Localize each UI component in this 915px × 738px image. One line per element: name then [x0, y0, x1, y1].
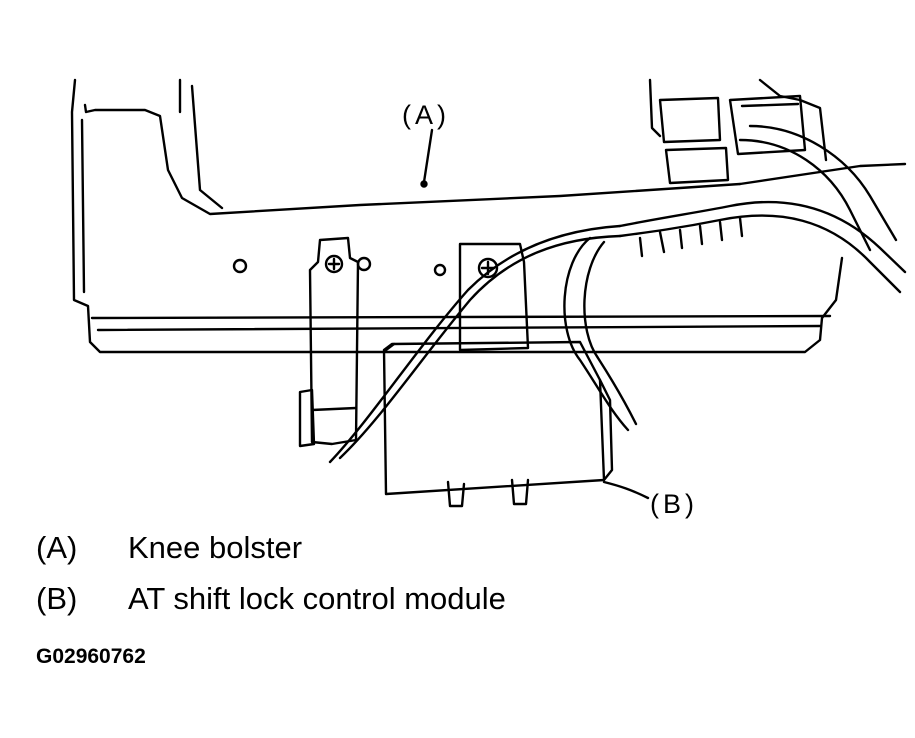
legend-text-b: AT shift lock control module	[128, 581, 506, 616]
legend-key-b: (B)	[36, 581, 78, 616]
callout-b-label: (B)	[650, 489, 698, 519]
figure-code: G02960762	[36, 645, 146, 668]
legend-key-a: (A)	[36, 530, 78, 565]
callout-b-leader	[602, 480, 650, 500]
knee-bolster-diagram: (A) (B)	[70, 78, 907, 519]
callout-a-dot	[420, 180, 428, 188]
upper-connectors	[658, 94, 807, 185]
module-mounting-bracket	[458, 242, 530, 352]
left-bracket-connector	[298, 236, 360, 448]
wiring-harness	[328, 124, 907, 464]
callout-a-leader	[422, 128, 434, 184]
callout-a-label: (A)	[402, 100, 450, 130]
legend-text-a: Knee bolster	[128, 530, 303, 565]
shift-lock-control-module	[382, 340, 614, 508]
